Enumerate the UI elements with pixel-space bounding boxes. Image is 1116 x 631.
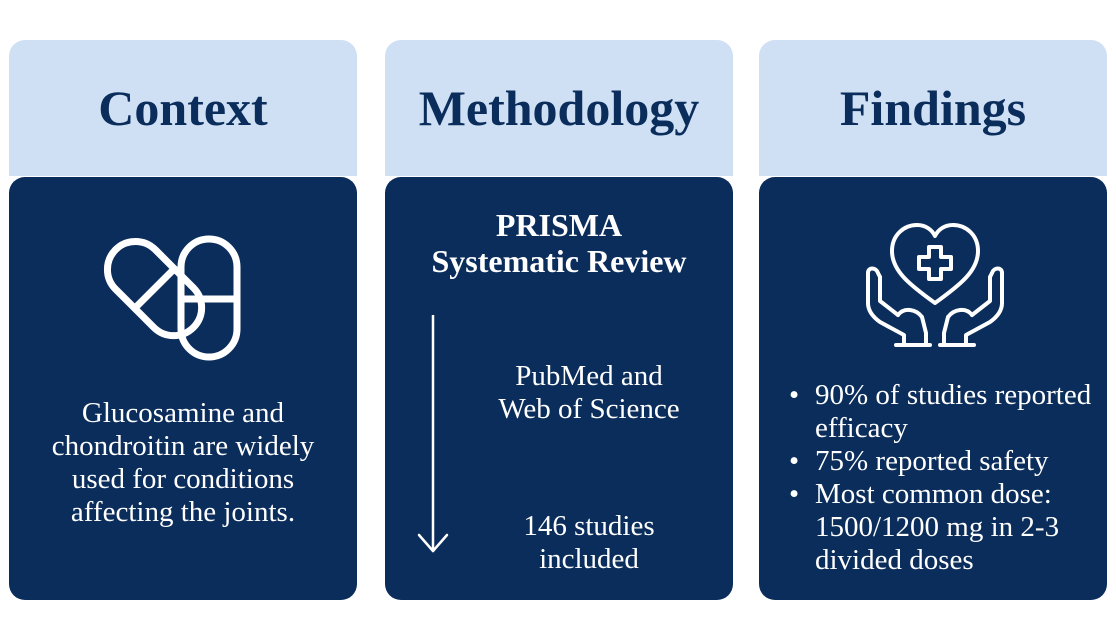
context-panel: Context Glucosamine and chondroitin are … [9,40,357,600]
studies-included-line-2: included [539,543,639,575]
context-description: Glucosamine and chondroitin are widely u… [51,397,315,528]
methodology-header: Methodology [385,40,733,176]
data-sources-line-1: PubMed and [515,360,663,392]
findings-list: 90% of studies reported efficacy 75% rep… [785,379,1097,577]
capsules-icon [103,235,241,361]
finding-item-dose: Most common dose: 1500/1200 mg in 2-3 di… [785,478,1097,577]
data-sources-line-2: Web of Science [498,393,680,425]
methodology-body: PRISMA Systematic Review PubMed and Web … [385,177,733,600]
context-body: Glucosamine and chondroitin are widely u… [9,177,357,600]
heart-hands-care-icon [866,223,1004,347]
studies-included-line-1: 146 studies [523,510,655,542]
studies-included: 146 studies included [445,510,733,576]
findings-header: Findings [759,40,1107,176]
data-sources: PubMed and Web of Science [445,360,733,426]
context-header: Context [9,40,357,176]
finding-item-safety: 75% reported safety [785,445,1097,478]
findings-title: Findings [839,80,1027,136]
finding-item-efficacy: 90% of studies reported efficacy [785,379,1097,445]
methodology-panel: Methodology PRISMA Systematic Review Pub… [385,40,733,600]
context-title: Context [98,80,268,136]
methodology-title: Methodology [418,80,700,136]
findings-body: 90% of studies reported efficacy 75% rep… [759,177,1107,600]
review-type: PRISMA Systematic Review [385,207,733,279]
arrow-down-icon [417,315,449,553]
findings-panel: Findings 90% of studies reported efficac… [759,40,1107,600]
review-type-line-2: Systematic Review [431,243,687,279]
review-type-line-1: PRISMA [495,207,623,243]
